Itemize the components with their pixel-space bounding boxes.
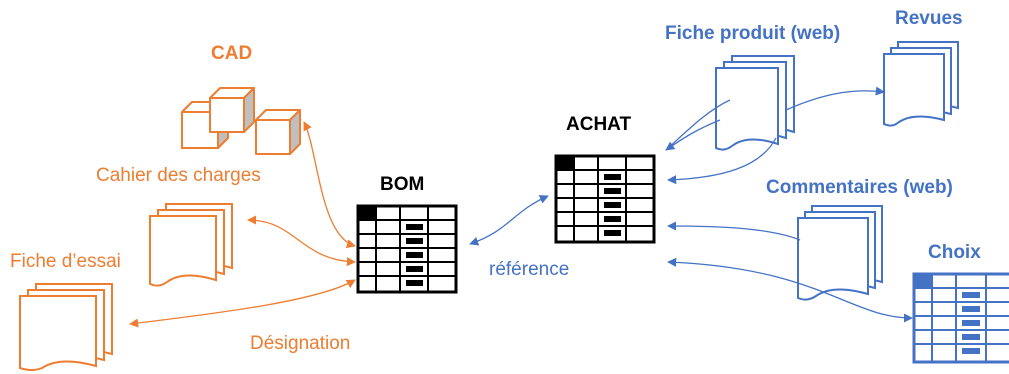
fiche-produit-revues-connector bbox=[785, 86, 885, 111]
bom-fiche-essai-connector bbox=[129, 279, 356, 328]
bom-cahier-connector bbox=[247, 215, 356, 267]
achat-label: ACHAT bbox=[566, 114, 632, 135]
bom-label: BOM bbox=[380, 174, 425, 195]
commentaires-label: Commentaires (web) bbox=[766, 177, 953, 198]
cahier-document-stack-icon bbox=[149, 203, 233, 287]
bom-cad-connector bbox=[303, 121, 356, 249]
cube-icon bbox=[209, 87, 255, 133]
reference-label: référence bbox=[489, 259, 570, 280]
bom-table-icon bbox=[356, 204, 458, 294]
cube-icon bbox=[255, 109, 301, 155]
designation-label: Désignation bbox=[250, 333, 351, 354]
choix-table-icon bbox=[912, 272, 1009, 364]
revues-label: Revues bbox=[895, 8, 963, 29]
bom-achat-connector bbox=[469, 195, 549, 246]
fiche-essai-label: Fiche d’essai bbox=[10, 251, 121, 272]
fiche-produit-label: Fiche produit (web) bbox=[665, 23, 841, 44]
choix-label: Choix bbox=[928, 242, 981, 263]
commentaires-document-stack-icon bbox=[797, 205, 883, 301]
choix-achat-connector bbox=[667, 257, 913, 323]
achat-table-icon bbox=[554, 154, 656, 244]
fiche-essai-document-stack-icon bbox=[19, 283, 113, 371]
fiche-produit-start-arrow bbox=[665, 119, 721, 151]
fiche-produit-achat-connector bbox=[667, 137, 777, 185]
cahier-des-charges-label: Cahier des charges bbox=[96, 165, 261, 186]
fiche-produit-document-stack-icon bbox=[715, 55, 795, 151]
commentaires-achat-connector bbox=[667, 221, 801, 241]
revues-document-stack-icon bbox=[883, 41, 959, 127]
cad-cubes-icon bbox=[181, 87, 301, 155]
cad-label: CAD bbox=[211, 43, 253, 64]
